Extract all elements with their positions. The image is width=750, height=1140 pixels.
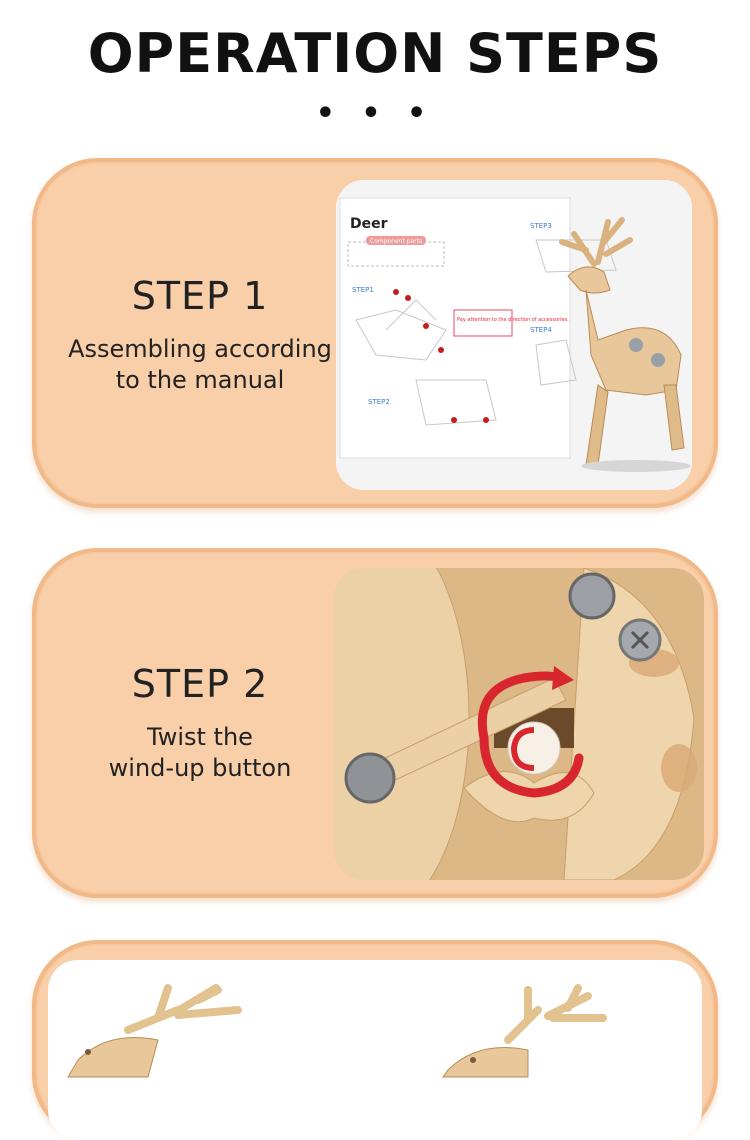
manual-and-deer-model-illustration: Deer Component parts STEP1 STEP2 STEP3 S… — [336, 180, 692, 490]
step-2-description-line1: Twist the — [147, 723, 253, 751]
manual-attention-note: Pay attention to the direction of access… — [457, 317, 569, 323]
wind-up-button-closeup-illustration — [334, 568, 704, 880]
step-1-photo: Deer Component parts STEP1 STEP2 STEP3 S… — [336, 180, 692, 490]
step-1-description: Assembling according to the manual — [50, 334, 350, 396]
step-3-photo — [48, 960, 702, 1140]
step-2-description: Twist the wind-up button — [50, 722, 350, 784]
step-2-text: STEP 2 Twist the wind-up button — [50, 662, 350, 784]
title-dots-divider: • • • — [315, 96, 435, 131]
step-1-card: STEP 1 Assembling according to the manua… — [32, 158, 718, 508]
manual-heading: Deer — [350, 216, 388, 232]
step-2-title: STEP 2 — [131, 662, 269, 706]
manual-step2: STEP2 — [368, 398, 390, 406]
manual-step4: STEP4 — [530, 326, 552, 334]
step-3-card — [32, 940, 718, 1140]
manual-step1: STEP1 — [352, 286, 374, 294]
step-1-text: STEP 1 Assembling according to the manua… — [50, 274, 350, 396]
manual-component-parts: Component parts — [370, 238, 422, 245]
step-1-title: STEP 1 — [131, 274, 269, 318]
manual-step3: STEP3 — [530, 222, 552, 230]
deer-head-right — [442, 984, 607, 1078]
step-2-card: STEP 2 Twist the wind-up button — [32, 548, 718, 898]
wooden-deer-model — [559, 217, 691, 472]
step-2-description-line2: wind-up button — [108, 754, 292, 782]
step-1-description-line2: to the manual — [115, 366, 285, 394]
page-title: OPERATION STEPS — [87, 22, 663, 85]
deer-head-left — [67, 984, 242, 1078]
step-2-photo — [334, 568, 704, 880]
deer-heads-illustration — [67, 984, 607, 1078]
step-1-description-line1: Assembling according — [68, 335, 332, 363]
